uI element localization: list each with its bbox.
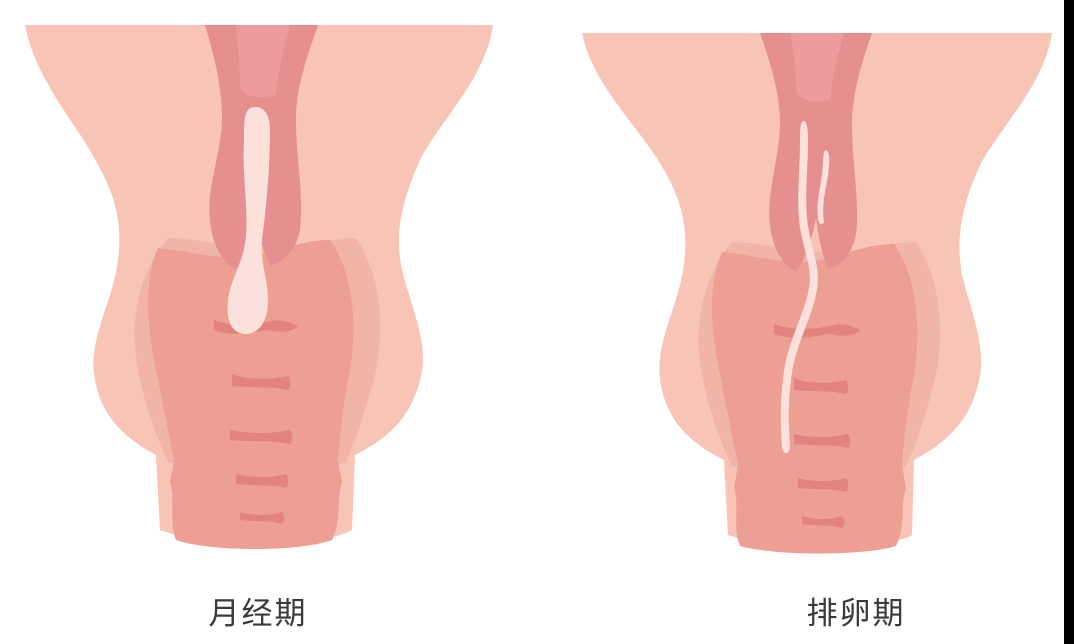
- vaginal-wall: [712, 244, 918, 554]
- cervical-mucus-branch: [817, 150, 830, 225]
- cervical-mucus-strand: [780, 120, 818, 454]
- canal-inner: [790, 33, 844, 102]
- menstruation-panel: 月经期: [0, 0, 532, 644]
- menstruation-label: 月经期: [208, 596, 308, 632]
- menstrual-flow: [227, 106, 270, 335]
- ovulation-label: 排卵期: [806, 596, 906, 632]
- canal-inner: [236, 25, 290, 98]
- ovulation-diagram: [582, 33, 1052, 554]
- menstruation-diagram: [25, 25, 493, 549]
- cervical-canal: [760, 33, 872, 272]
- ovulation-panel: 排卵期: [532, 0, 1064, 644]
- vaginal-wall: [148, 240, 354, 549]
